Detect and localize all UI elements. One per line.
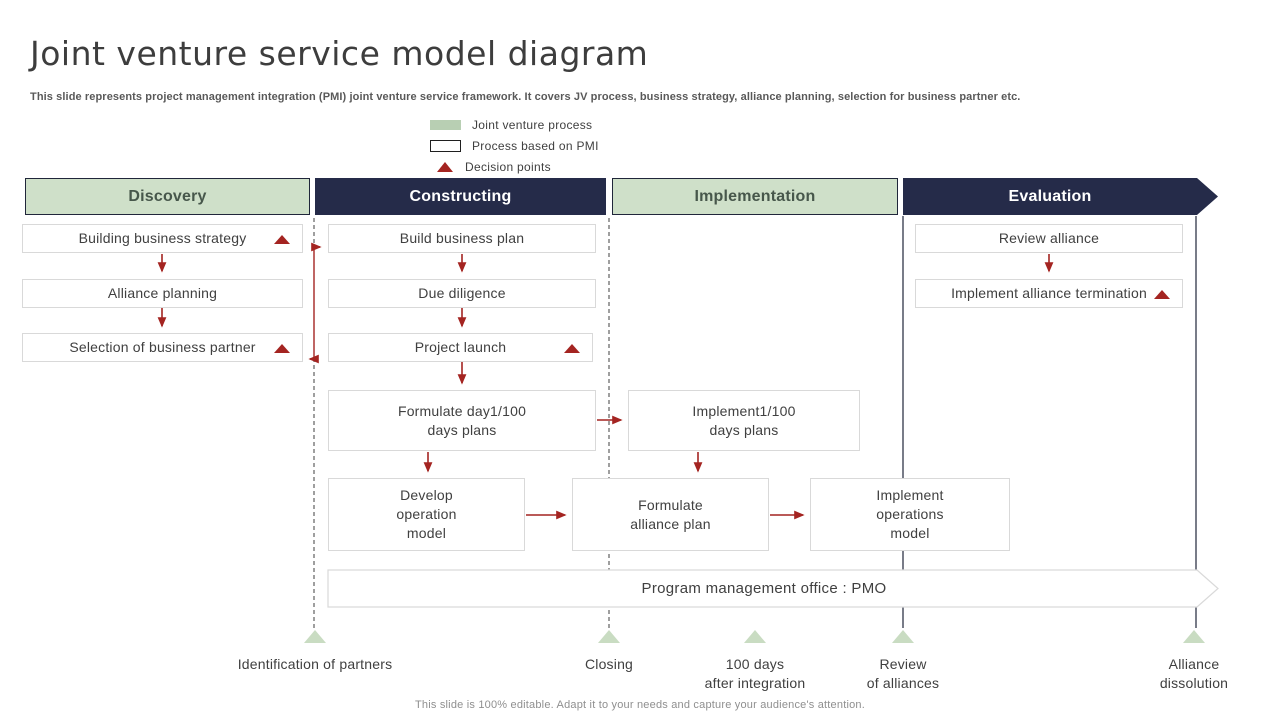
- process-box-label: Build business plan: [399, 230, 525, 246]
- pmo-bar: Program management office : PMO: [328, 570, 1200, 607]
- legend-label: Joint venture process: [472, 118, 593, 132]
- process-box-label: Formulate alliance plan: [630, 496, 711, 532]
- slide-subtitle: This slide represents project management…: [30, 91, 1021, 103]
- milestone-label-100-days-after-integration: 100 days after integration: [704, 656, 806, 691]
- process-box-label: Alliance planning: [107, 285, 218, 301]
- process-box-implement1-100-days-plans: Implement1/100 days plans: [628, 390, 860, 451]
- process-box-project-launch: Project launch: [328, 333, 593, 362]
- phase-header-discovery: Discovery: [25, 178, 310, 215]
- process-box-due-diligence: Due diligence: [328, 279, 596, 308]
- legend-green-swatch-icon: [430, 120, 461, 130]
- process-box-label: Develop operation model: [396, 487, 457, 541]
- legend-item-process-based-on-pmi: Process based on PMI: [430, 138, 599, 154]
- process-box-label: Due diligence: [418, 285, 506, 301]
- process-box-selection-of-business-partner: Selection of business partner: [22, 333, 303, 362]
- phase-header-implementation: Implementation: [612, 178, 898, 215]
- legend-item-joint-venture-process: Joint venture process: [430, 117, 599, 133]
- milestone-triangle-icon: [304, 630, 326, 643]
- decision-point-icon: [564, 343, 580, 353]
- process-box-label: Implement alliance termination: [951, 285, 1147, 301]
- process-box-label: Formulate day1/100 days plans: [397, 402, 527, 438]
- process-box-label: Selection of business partner: [69, 339, 256, 355]
- process-box-formulate-alliance-plan: Formulate alliance plan: [572, 478, 769, 551]
- decision-point-icon: [274, 234, 290, 244]
- milestone-label-review-of-alliances: Review of alliances: [866, 656, 940, 691]
- decision-point-icon: [274, 343, 290, 353]
- milestone-triangle-icon: [598, 630, 620, 643]
- milestone-label-identification-of-partners: Identification of partners: [237, 656, 393, 672]
- pmo-bar-label: Program management office : PMO: [641, 580, 887, 597]
- phase-header-constructing: Constructing: [315, 178, 606, 215]
- process-box-develop-operation-model: Develop operation model: [328, 478, 525, 551]
- process-box-label: Implement operations model: [876, 487, 944, 541]
- process-box-alliance-planning: Alliance planning: [22, 279, 303, 308]
- milestone-triangle-icon: [744, 630, 766, 643]
- milestone-triangle-icon: [892, 630, 914, 643]
- process-box-label: Review alliance: [998, 230, 1100, 246]
- process-box-implement-operations-model: Implement operations model: [810, 478, 1010, 551]
- process-box-review-alliance: Review alliance: [915, 224, 1183, 253]
- process-box-label: Implement1/100 days plans: [692, 402, 796, 438]
- process-box-label: Project launch: [414, 339, 507, 355]
- process-box-label: Building business strategy: [78, 230, 247, 246]
- phase-label: Constructing: [409, 187, 512, 205]
- phase-label: Implementation: [694, 187, 816, 205]
- slide-footer-note: This slide is 100% editable. Adapt it to…: [415, 699, 865, 711]
- phase-header-evaluation: Evaluation: [903, 178, 1218, 215]
- phase-label: Evaluation: [1008, 187, 1092, 205]
- milestone-triangle-icon: [1183, 630, 1205, 643]
- decision-point-icon: [437, 162, 453, 172]
- page-title: Joint venture service model diagram: [30, 34, 649, 73]
- legend-label: Process based on PMI: [472, 139, 599, 153]
- legend-label: Decision points: [465, 160, 551, 174]
- legend: Joint venture process Process based on P…: [430, 117, 599, 180]
- pmo-bar-shape: [327, 569, 1219, 608]
- process-box-build-business-plan: Build business plan: [328, 224, 596, 253]
- process-box-building-business-strategy: Building business strategy: [22, 224, 303, 253]
- legend-outline-swatch-icon: [430, 140, 461, 152]
- milestone-label-alliance-dissolution: Alliance dissolution: [1159, 656, 1229, 691]
- process-box-implement-alliance-termination: Implement alliance termination: [915, 279, 1183, 308]
- phase-label: Discovery: [128, 187, 207, 205]
- legend-item-decision-points: Decision points: [430, 159, 599, 175]
- milestone-label-closing: Closing: [584, 656, 634, 672]
- process-box-formulate-day1-100-days-plans: Formulate day1/100 days plans: [328, 390, 596, 451]
- decision-point-icon: [1154, 289, 1170, 299]
